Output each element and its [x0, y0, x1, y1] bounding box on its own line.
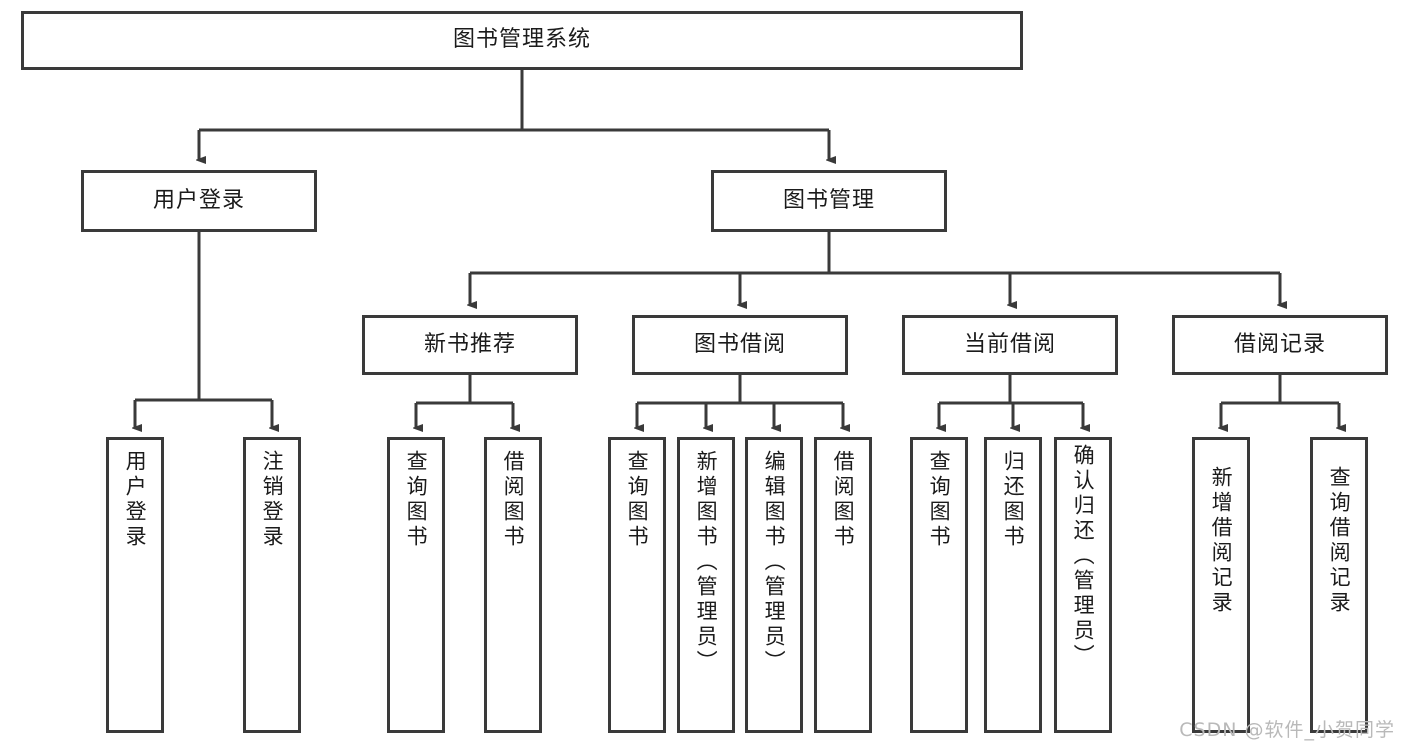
node-root[interactable]: 图书管理系统	[21, 11, 1023, 70]
leaf-label: 确认归还（管理员）	[1071, 444, 1096, 669]
leaf-confirm-return-admin[interactable]: 确认归还（管理员）	[1054, 437, 1112, 733]
leaf-query-book-borrow[interactable]: 查询图书	[608, 437, 666, 733]
leaf-edit-book-admin[interactable]: 编辑图书（管理员）	[745, 437, 803, 733]
leaf-label: 注销登录	[260, 450, 285, 550]
leaf-label: 用户登录	[123, 450, 148, 550]
leaf-query-book-current[interactable]: 查询图书	[910, 437, 968, 733]
node-book-borrow[interactable]: 图书借阅	[632, 315, 848, 375]
leaf-query-borrow-record[interactable]: 查询借阅记录	[1310, 437, 1368, 733]
leaf-label: 编辑图书（管理员）	[762, 450, 787, 675]
leaf-label: 借阅图书	[501, 450, 526, 550]
node-current-borrow[interactable]: 当前借阅	[902, 315, 1118, 375]
leaf-user-login[interactable]: 用户登录	[106, 437, 164, 733]
node-borrow-record[interactable]: 借阅记录	[1172, 315, 1388, 375]
node-user-login[interactable]: 用户登录	[81, 170, 317, 232]
leaf-borrow-book[interactable]: 借阅图书	[814, 437, 872, 733]
leaf-return-book[interactable]: 归还图书	[984, 437, 1042, 733]
watermark: CSDN @软件_小贺同学	[1179, 719, 1395, 741]
node-new-book-recommend[interactable]: 新书推荐	[362, 315, 578, 375]
leaf-label: 新增图书（管理员）	[694, 450, 719, 675]
node-label: 当前借阅	[963, 331, 1056, 357]
leaf-logout[interactable]: 注销登录	[243, 437, 301, 733]
node-label: 借阅记录	[1233, 331, 1326, 357]
node-label: 图书管理	[782, 187, 875, 213]
node-label: 图书管理系统	[452, 27, 591, 53]
node-book-management[interactable]: 图书管理	[711, 170, 947, 232]
node-label: 图书借阅	[693, 331, 786, 357]
node-label: 新书推荐	[423, 331, 516, 357]
leaf-query-book-recommend[interactable]: 查询图书	[387, 437, 445, 733]
leaf-label: 借阅图书	[831, 450, 856, 550]
leaf-label: 查询图书	[927, 450, 952, 550]
leaf-add-borrow-record[interactable]: 新增借阅记录	[1192, 437, 1250, 733]
leaf-label: 归还图书	[1001, 450, 1026, 550]
leaf-add-book-admin[interactable]: 新增图书（管理员）	[677, 437, 735, 733]
leaf-borrow-book-recommend[interactable]: 借阅图书	[484, 437, 542, 733]
leaf-label: 查询图书	[404, 450, 429, 550]
node-label: 用户登录	[152, 187, 245, 213]
leaf-label: 查询图书	[625, 450, 650, 550]
leaf-label: 新增借阅记录	[1209, 466, 1234, 616]
leaf-label: 查询借阅记录	[1327, 466, 1352, 616]
